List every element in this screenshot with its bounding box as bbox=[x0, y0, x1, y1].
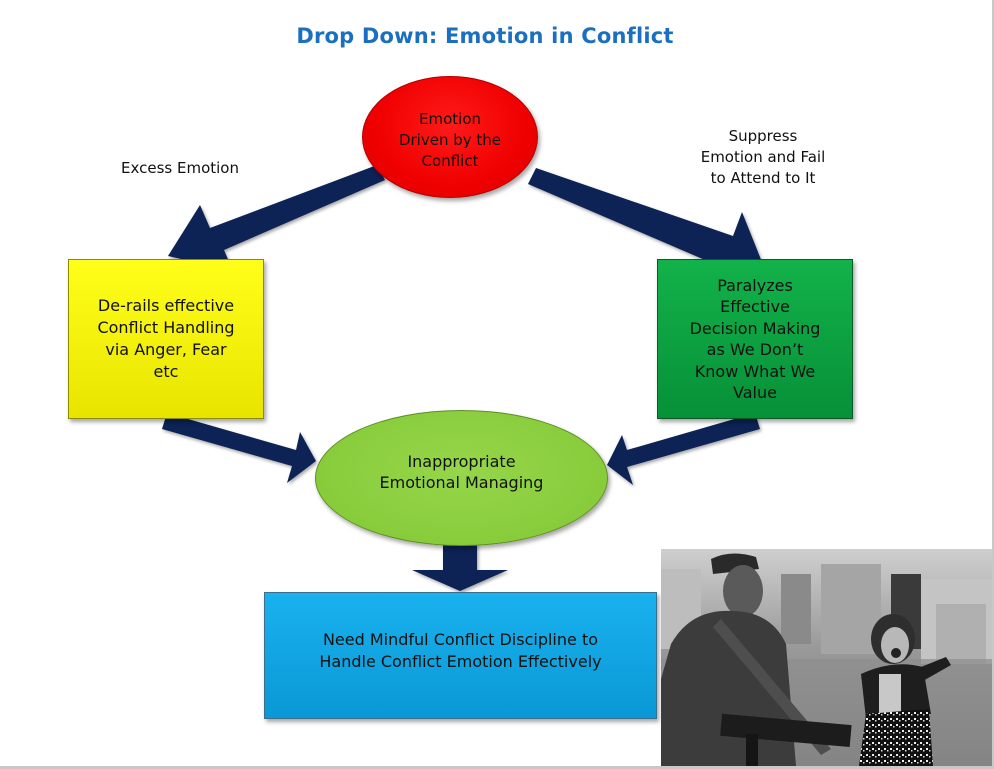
node-text-line: Value bbox=[733, 383, 777, 402]
node-text-line: as We Don’t bbox=[706, 340, 804, 359]
branch-label-excess-emotion: Excess Emotion bbox=[92, 158, 268, 179]
slide-border-right bbox=[992, 0, 994, 769]
soldier-figure bbox=[661, 553, 852, 766]
node-text-line: via Anger, Fear bbox=[105, 340, 227, 359]
label-line: to Attend to It bbox=[710, 169, 816, 187]
node-text-line: Effective bbox=[720, 297, 790, 316]
node-text-line: Conflict Handling bbox=[97, 318, 235, 337]
node-text-line: Know What We bbox=[694, 361, 816, 381]
node-text-line: etc bbox=[153, 362, 179, 381]
node-inappropriate-emotional-managing: Inappropriate Emotional Managing bbox=[315, 410, 608, 546]
node-text-line: Emotion bbox=[419, 109, 481, 128]
node-need-mindful-conflict-discipline: Need Mindful Conflict Discipline to Hand… bbox=[264, 592, 657, 719]
node-paralyzes-decision-making: Paralyzes Effective Decision Making as W… bbox=[657, 259, 853, 419]
branch-label-excess-emotion-text: Excess Emotion bbox=[121, 159, 239, 177]
photo-illustration bbox=[661, 549, 992, 766]
node-text-line: Need Mindful Conflict Discipline to bbox=[322, 630, 599, 649]
conflict-photo bbox=[661, 549, 992, 766]
label-line: Suppress bbox=[728, 127, 798, 145]
arrow-top-to-left bbox=[168, 165, 385, 271]
label-line: Emotion and Fail bbox=[700, 148, 826, 166]
woman-figure bbox=[859, 614, 951, 766]
arrow-top-to-right bbox=[528, 168, 762, 278]
node-text-line: Decision Making bbox=[689, 318, 821, 338]
node-text-line: Paralyzes bbox=[717, 275, 793, 295]
node-text-line: Inappropriate bbox=[407, 452, 516, 471]
node-emotion-driven-by-conflict: Emotion Driven by the Conflict bbox=[362, 76, 538, 198]
slide-border-bottom bbox=[0, 766, 994, 769]
node-text-line: Handle Conflict Emotion Effectively bbox=[319, 651, 602, 671]
slide-title: Drop Down: Emotion in Conflict bbox=[296, 24, 674, 48]
node-text-line: Conflict bbox=[421, 151, 479, 170]
node-text-line: De-rails effective bbox=[97, 296, 235, 315]
arrow-left-to-center bbox=[162, 413, 316, 483]
node-derails-conflict-handling: De-rails effective Conflict Handling via… bbox=[68, 259, 264, 419]
node-text-line: Driven by the bbox=[398, 130, 502, 149]
arrow-center-to-bottom bbox=[412, 544, 508, 591]
node-text-line: Emotional Managing bbox=[379, 473, 544, 492]
branch-label-suppress-emotion: Suppress Emotion and Fail to Attend to I… bbox=[664, 126, 862, 189]
arrow-right-to-center bbox=[607, 413, 760, 485]
